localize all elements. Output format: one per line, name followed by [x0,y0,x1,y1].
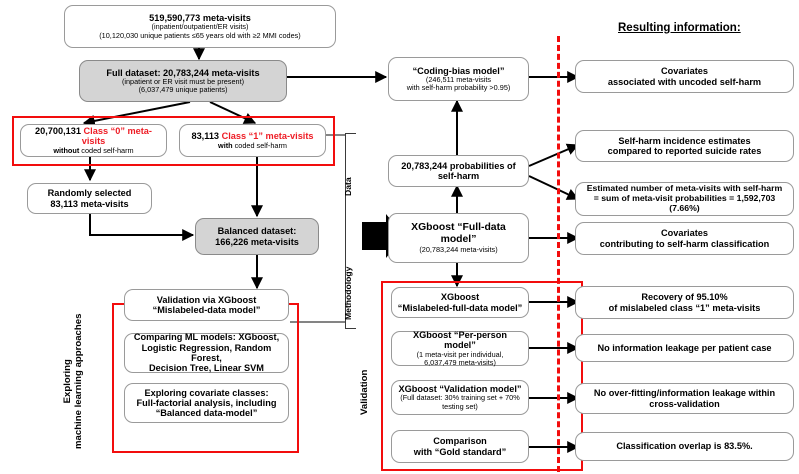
validation-1-line3: 6,037,479 meta-visits) [424,357,496,367]
class-0-sub-rest: coded self-harm [79,145,134,155]
ml-box-comparing-models: Comparing ML models: XGboost, Logistic R… [124,332,289,374]
result-box-no-leakage-patient: No information leakage per patient case [575,334,794,362]
ml-box-2-line3: “Balanced data-model” [155,408,258,419]
class-1-subline: with coded self-harm [218,140,287,150]
randomly-selected-box: Randomly selected 83,113 meta-visits [27,183,152,214]
full-dataset-line3: (6,037,479 unique patients) [138,85,228,95]
validation-2-line1: XGboost “Validation model” [398,384,522,395]
total-meta-visits-box: 519,590,773 meta-visits (inpatient/outpa… [64,5,336,48]
randomly-selected-line1: Randomly selected [47,188,132,199]
result-4-line2: of mislabeled class “1” meta-visits [608,302,761,313]
total-meta-visits-line3: (10,120,030 unique patients ≤65 years ol… [99,30,301,40]
coding-bias-line2: (246,511 meta-visits [425,74,492,84]
result-1-line1: Self-harm incidence estimates [618,135,751,146]
result-1-line2: compared to reported suicide rates [607,146,762,156]
validation-box-validation-model: XGboost “Validation model” (Full dataset… [391,380,529,415]
result-box-covariates-uncoded: Covariates associated with uncoded self-… [575,60,794,93]
validation-box-mislabeled-full-data: XGboost “Mislabeled-full-data model” [391,287,529,318]
class-1-count: 83,113 [191,131,220,142]
class-1-sub-bold: with [218,140,233,150]
resulting-information-title: Resulting information: [618,22,741,34]
coding-bias-line1: “Coding-bias model” [412,65,505,76]
validation-box-gold-standard: Comparison with “Gold standard” [391,430,529,463]
ml-box-0-line1: Validation via XGboost [156,294,257,305]
validation-0-line1: XGboost [440,292,480,303]
validation-3-line1: Comparison [433,436,487,447]
bracket-label-methodology: Methodology [343,266,353,320]
class-1-label: Class “1” meta-visits [221,131,314,142]
ml-box-2-line1: Exploring covariate classes: [144,387,269,398]
ml-box-1-line1: Comparing ML models: XGboost, [133,332,280,343]
class-1-box: 83,113 Class “1” meta-visits with coded … [179,124,326,157]
result-box-classification-overlap: Classification overlap is 83.5%. [575,432,794,461]
coding-bias-line3: with self-harm probability >0.95) [406,83,511,93]
ml-box-1-line3: Decision Tree, Linear SVM [149,363,264,374]
class-0-headline: 20,700,131 Class “0” meta-visits [25,126,162,147]
data-methodology-bracket [345,133,356,329]
result-0-line2: associated with uncoded self-harm [607,76,762,87]
balanced-dataset-box: Balanced dataset: 166,226 meta-visits [195,218,319,255]
probabilities-box: 20,783,244 probabilities of self-harm [388,155,529,187]
ml-approaches-highlight [112,303,299,453]
ml-box-2-line2: Full-factorial analysis, including [136,397,277,408]
probabilities-line2: self-harm [437,171,480,181]
validation-3-line2: with “Gold standard” [413,446,507,457]
result-box-no-overfitting: No over-fitting/information leakage with… [575,383,794,414]
ml-box-covariate-classes: Exploring covariate classes: Full-factor… [124,383,289,423]
result-6-line1: No over-fitting/information leakage with… [593,388,776,399]
bracket-label-validation: Validation [359,369,370,415]
result-0-line1: Covariates [661,66,708,77]
result-box-recovery: Recovery of 95.10% of mislabeled class “… [575,286,794,319]
result-3-line2: contributing to self-harm classification [599,238,770,249]
full-dataset-line1: Full dataset: 20,783,244 meta-visits [106,67,260,78]
full-data-model-line3: (20,783,244 meta-visits) [419,244,498,254]
bracket-label-data: Data [343,177,353,196]
ml-box-validation-xgboost: Validation via XGboost “Mislabeled-data … [124,289,289,321]
total-meta-visits-line2: (inpatient/outpatient/ER visits) [151,22,249,32]
class-0-subline: without coded self-harm [53,145,134,155]
validation-2-line3: testing set) [442,401,478,411]
balanced-dataset-line1: Balanced dataset: [217,226,297,237]
validation-2-line2: (Full dataset: 30% training set + 70% [400,393,520,403]
total-meta-visits-line1: 519,590,773 meta-visits [149,13,251,24]
validation-0-line2: “Mislabeled-full-data model” [397,302,523,313]
result-7-line1: Classification overlap is 83.5%. [616,441,753,452]
full-data-model-line2: model” [440,233,477,245]
balanced-dataset-line2: 166,226 meta-visits [215,236,299,247]
full-data-model-box: XGboost “Full-data model” (20,783,244 me… [388,213,529,263]
result-box-incidence-estimates: Self-harm incidence estimates compared t… [575,130,794,162]
class-0-box: 20,700,131 Class “0” meta-visits without… [20,124,167,157]
class-1-headline: 83,113 Class “1” meta-visits [191,131,313,141]
class-1-sub-rest: coded self-harm [232,140,287,150]
ml-box-0-line2: “Mislabeled-data model” [152,305,261,315]
class-0-label: Class “0” meta-visits [81,126,152,147]
full-dataset-line2: (inpatient or ER visit must be present) [121,76,245,86]
result-box-covariates-contributing: Covariates contributing to self-harm cla… [575,222,794,255]
probabilities-line1: 20,783,244 probabilities of [401,160,516,171]
result-5-line1: No information leakage per patient case [597,342,772,353]
ml-box-1-line2: Logistic Regression, Random Forest, [141,342,272,363]
result-2-line1: Estimated number of meta-visits with sel… [586,183,783,194]
validation-1-line1: XGboost “Per-person model” [413,330,507,351]
randomly-selected-line2: 83,113 meta-visits [50,198,129,209]
result-box-estimated-number: Estimated number of meta-visits with sel… [575,182,794,216]
coding-bias-model-box: “Coding-bias model” (246,511 meta-visits… [388,57,529,101]
class-0-count: 20,700,131 [35,126,81,137]
class-0-sub-bold: without [53,145,80,155]
result-6-line2: cross-validation [649,398,720,409]
result-2-line2: = sum of meta-visit probabilities = 1,59… [593,193,776,213]
result-4-line1: Recovery of 95.10% [641,292,728,303]
validation-1-line2: (1 meta-visit per individual, [416,349,504,359]
full-data-model-line1: XGboost “Full-data [411,222,506,234]
methodology-results-divider [557,36,560,472]
ml-approaches-group-label: Exploring machine learning approaches [62,313,85,449]
validation-box-per-person: XGboost “Per-person model” (1 meta-visit… [391,330,529,367]
full-dataset-box: Full dataset: 20,783,244 meta-visits (in… [79,60,287,102]
result-3-line1: Covariates [661,228,708,239]
